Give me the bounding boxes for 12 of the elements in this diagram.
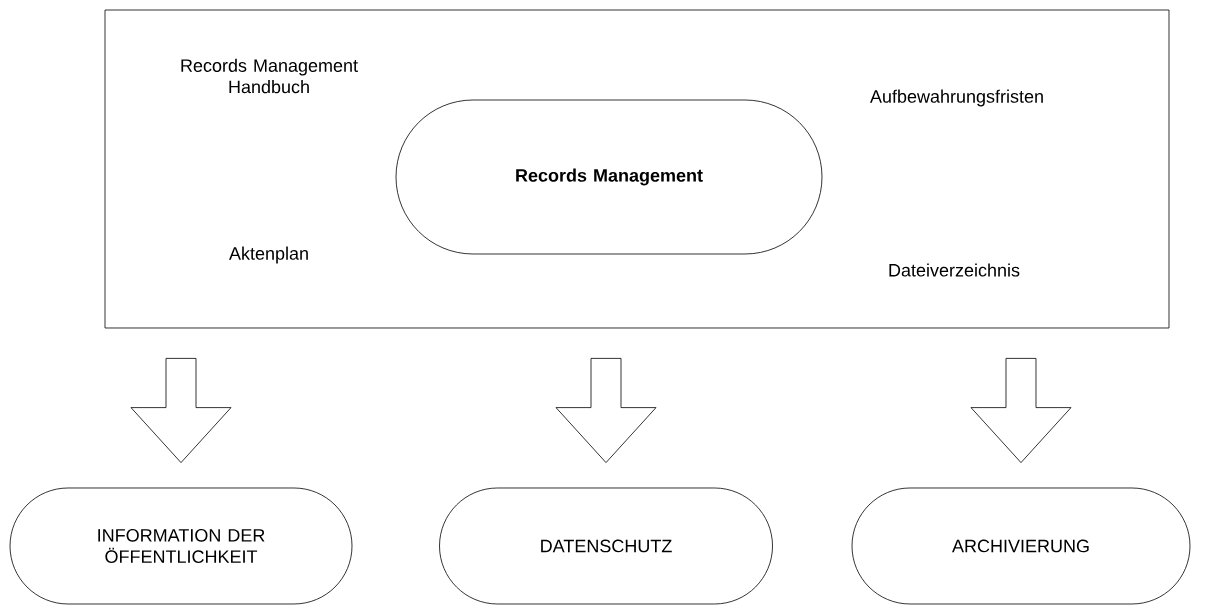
rounded-box: INFORMATION DER ÖFFENTLICHKEIT [9, 487, 353, 605]
rounded-box: Records Management [395, 99, 823, 255]
label-text: Dateiverzeichnis [889, 263, 1020, 277]
label-text: Aktenplan [229, 246, 308, 264]
container-box [104, 9, 1170, 329]
rounded-box: DATENSCHUTZ [439, 487, 773, 605]
rounded-box: ARCHIVIERUNG [851, 487, 1191, 605]
block-arrow [130, 358, 232, 463]
block-arrow [555, 358, 657, 463]
block-arrow [970, 358, 1072, 463]
label-text: Aufbewahrungsfristen [870, 89, 1043, 107]
label-text: Records Management Handbuch [181, 58, 358, 94]
